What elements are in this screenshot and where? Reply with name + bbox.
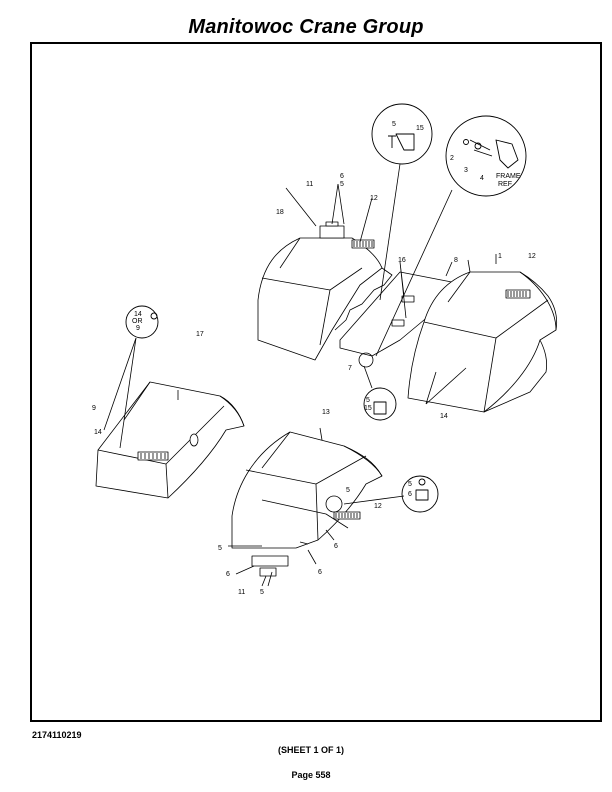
callout-18: 18 xyxy=(276,209,284,216)
callout-5: 5 xyxy=(366,397,370,404)
detail-bubble-left xyxy=(125,305,159,339)
callout-12: 12 xyxy=(370,195,378,202)
callout-2: 2 xyxy=(450,155,454,162)
callout-5: 5 xyxy=(408,481,412,488)
callout-5: 5 xyxy=(218,545,222,552)
callout-14: 14 xyxy=(94,429,102,436)
callout-15: 15 xyxy=(416,125,424,132)
callout-9: 9 xyxy=(136,325,140,332)
callout-5: 5 xyxy=(392,121,396,128)
callout-6: 6 xyxy=(408,491,412,498)
callout-5: 5 xyxy=(340,181,344,188)
callout-14: 14 xyxy=(440,413,448,420)
document-number: 2174110219 xyxy=(32,730,82,740)
callout-16: 16 xyxy=(398,257,406,264)
detail-bubble-top xyxy=(371,103,433,165)
callout-6: 6 xyxy=(318,569,322,576)
callout-ref: REF xyxy=(498,181,512,188)
callout-12: 12 xyxy=(528,253,536,260)
detail-bubble-right xyxy=(401,475,439,513)
callout-3: 3 xyxy=(464,167,468,174)
page-title: Manitowoc Crane Group xyxy=(188,16,424,38)
callout-or: OR xyxy=(132,318,143,325)
callout-7: 7 xyxy=(348,365,352,372)
callout-4: 4 xyxy=(480,175,484,182)
callout-5: 5 xyxy=(346,487,350,494)
fender-part-18 xyxy=(257,221,393,361)
detail-ref-small-1 xyxy=(358,352,374,368)
floor-plate-part-8 xyxy=(339,271,463,357)
callout-6: 6 xyxy=(226,571,230,578)
callout-11: 11 xyxy=(238,589,245,596)
detail-bubble-mid xyxy=(363,387,397,421)
callout-8: 8 xyxy=(454,257,458,264)
callout-9: 9 xyxy=(92,405,96,412)
detail-bubble-frame xyxy=(445,115,527,197)
drawing-frame xyxy=(30,42,602,722)
callout-14: 14 xyxy=(134,311,142,318)
fender-part-1 xyxy=(407,271,557,413)
sheet-label: (SHEET 1 OF 1) xyxy=(277,745,344,755)
callout-frame: FRAME xyxy=(496,173,521,180)
callout-12: 12 xyxy=(374,503,382,510)
callout-13: 13 xyxy=(322,409,330,416)
callout-17: 17 xyxy=(196,331,204,338)
callout-1: 1 xyxy=(498,253,502,260)
callout-6: 6 xyxy=(334,543,338,550)
callout-5: 5 xyxy=(260,589,264,596)
callout-6: 6 xyxy=(340,173,344,180)
callout-11: 11 xyxy=(306,181,313,188)
fender-part-13 xyxy=(231,431,383,577)
page-number: Page 558 xyxy=(291,770,331,780)
detail-ref-small-2 xyxy=(325,495,343,513)
callout-15: 15 xyxy=(364,405,372,412)
fender-part-17 xyxy=(95,381,245,499)
